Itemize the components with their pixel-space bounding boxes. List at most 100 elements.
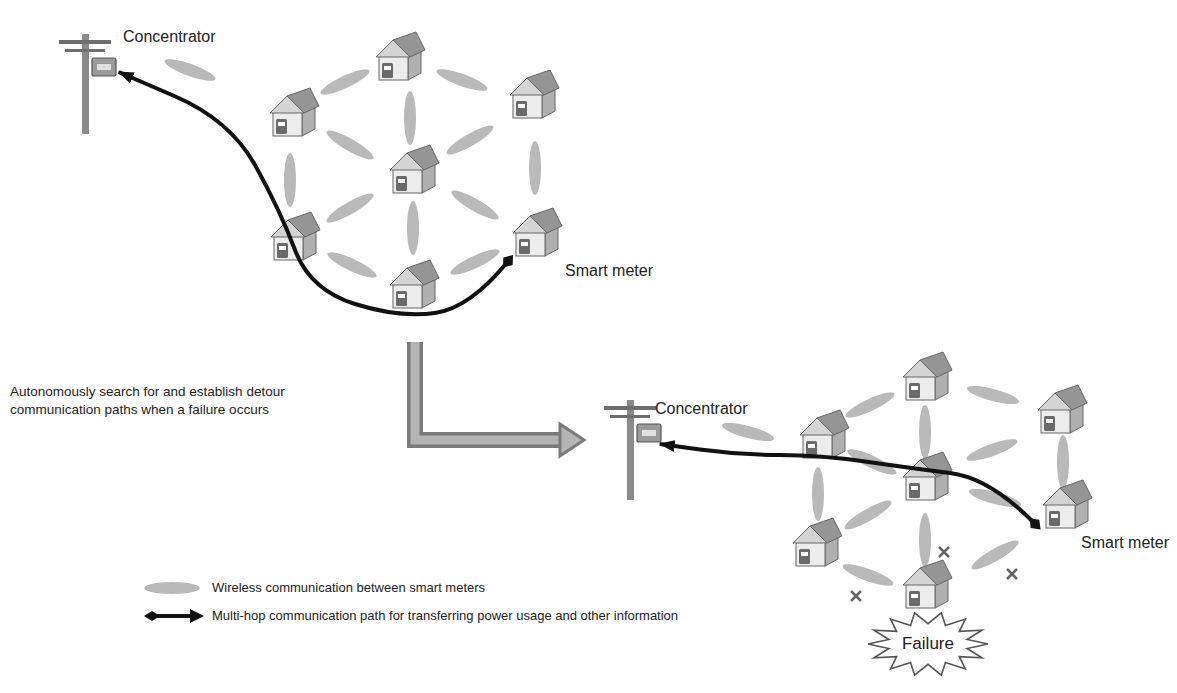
smart-meter-display — [911, 594, 918, 598]
smart-meter-display — [911, 386, 918, 390]
house-front-wall — [796, 542, 825, 566]
wireless-link — [404, 91, 416, 145]
concentrator-pole — [604, 400, 661, 500]
wireless-link — [325, 248, 379, 282]
legend-samples — [144, 582, 204, 623]
smart-meter-box — [519, 239, 530, 254]
smart-meter-box — [1049, 511, 1060, 526]
wireless-link — [318, 65, 372, 99]
house-front-wall — [516, 232, 545, 256]
wireless-link — [163, 55, 218, 85]
node-text: Smart meter — [1081, 534, 1169, 552]
concentrator-label: Concentrator — [50, 22, 218, 72]
house-roof — [407, 260, 439, 285]
broken-link-cross — [939, 547, 949, 557]
wireless-link — [841, 560, 896, 590]
smart-meter-box — [277, 243, 288, 258]
wireless-link — [842, 496, 895, 533]
smart-meter-box — [396, 176, 407, 191]
smart-meter-box — [396, 291, 407, 306]
house-front-wall — [393, 169, 422, 193]
wireless-link — [843, 388, 897, 422]
house-front-wall — [1046, 504, 1075, 528]
smart-meter-box — [1044, 416, 1055, 431]
legend-path-diamond — [144, 611, 160, 621]
house-front-wall — [1041, 409, 1070, 433]
wireless-link — [284, 153, 296, 207]
smart-meter-label: Smart meter — [508, 212, 655, 282]
smart-meter-box — [276, 119, 287, 134]
wireless-link — [812, 467, 824, 521]
wireless-link — [965, 382, 1020, 408]
wireless-link — [969, 536, 1022, 573]
wireless-link — [529, 141, 541, 195]
smart-meter-house — [903, 352, 952, 400]
wireless-link — [965, 435, 1020, 465]
wireless-link — [919, 405, 931, 459]
smart-meter-house — [1043, 480, 1092, 528]
house-roof — [288, 212, 320, 237]
smart-meter-house — [800, 410, 849, 458]
wireless-link — [720, 419, 775, 445]
wireless-link — [1057, 435, 1069, 489]
transition-arrow — [415, 342, 584, 456]
note-text: Autonomously search for and establish de… — [10, 383, 340, 419]
smart-meter-box — [909, 591, 920, 606]
wireless-links — [163, 55, 1069, 590]
pole-crossbar — [65, 49, 105, 52]
transition-arrow-inner — [415, 342, 562, 440]
house-front-wall — [906, 476, 935, 500]
house-roof — [530, 208, 562, 233]
smart-meter-box — [799, 549, 810, 564]
broken-link-cross — [851, 591, 861, 601]
multi-hop-path — [660, 444, 1035, 524]
smart-meter-house — [390, 145, 439, 193]
smart-meter-box — [909, 383, 920, 398]
pole-crossbar — [59, 40, 111, 44]
smart-meter-house — [270, 88, 319, 136]
smart-meter-display — [384, 66, 391, 70]
house-roof — [527, 70, 559, 95]
concentrator-box — [637, 424, 661, 442]
house-roof — [1060, 480, 1092, 505]
house-front-wall — [906, 584, 935, 608]
smart-meter-box — [382, 63, 393, 78]
pole-crossbar — [610, 415, 650, 418]
smart-meter-house — [1038, 385, 1087, 433]
concentrator-panel — [97, 64, 111, 70]
house-roof — [920, 352, 952, 377]
smart-meter-label: Smart meter — [1035, 478, 1171, 554]
failure-burst-shape — [868, 613, 988, 675]
concentrator-pole — [59, 34, 116, 134]
smart-meter-display — [801, 552, 808, 556]
legend-text: Multi-hop communication path for transfe… — [212, 608, 678, 625]
node-text: Concentrator — [123, 28, 216, 46]
smart-meter-display — [1051, 514, 1058, 518]
smart-meter-house — [376, 32, 425, 80]
multi-hop-path — [119, 72, 508, 314]
wireless-link — [919, 513, 931, 567]
smart-meter-box — [909, 483, 920, 498]
house-roof — [1055, 385, 1087, 410]
smart-meter-house — [513, 208, 562, 256]
broken-link-cross — [1007, 569, 1017, 579]
wireless-link — [444, 121, 497, 158]
legend-path-arrowhead — [190, 609, 204, 623]
legend-wireless-sample — [144, 582, 200, 594]
wireless-link — [407, 201, 419, 255]
wireless-link — [448, 245, 502, 279]
house-roof — [810, 518, 842, 543]
smart-meter-display — [518, 104, 525, 108]
house-front-wall — [273, 112, 302, 136]
house-roof — [287, 88, 319, 113]
concentrator-box — [92, 58, 116, 76]
house-front-wall — [906, 376, 935, 400]
house-roof — [817, 410, 849, 435]
broken-link-cross — [851, 591, 861, 601]
transition-arrow-head — [560, 424, 584, 456]
smart-meter-house — [903, 560, 952, 608]
house-roof — [920, 560, 952, 585]
